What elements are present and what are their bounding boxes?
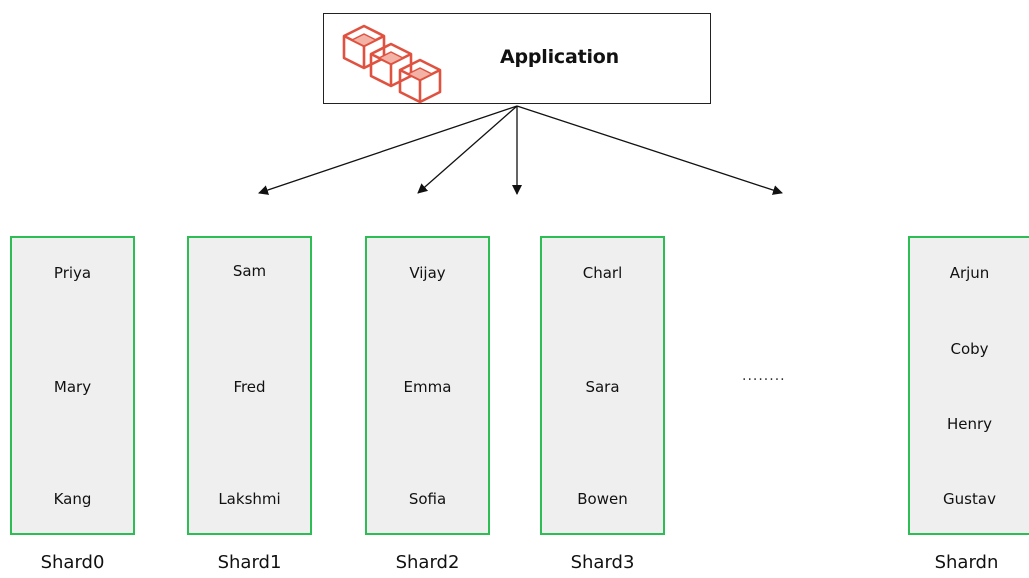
shard-entry: Arjun xyxy=(949,264,990,282)
application-box: Application xyxy=(323,13,711,104)
shard-box-2: Vijay Emma Sofia xyxy=(365,236,490,535)
shard-label-0: Shard0 xyxy=(40,552,105,573)
shard-entry: Emma xyxy=(403,378,452,396)
arrow-to-shard0 xyxy=(258,105,518,195)
shard-entry: Fred xyxy=(233,378,266,396)
shard-entry: Lakshmi xyxy=(218,490,281,508)
application-title: Application xyxy=(500,46,619,68)
shard-label-2: Shard2 xyxy=(395,552,460,573)
shard-entry: Henry xyxy=(946,415,993,433)
shard-label-n: Shardn xyxy=(934,552,999,573)
shard-label-3: Shard3 xyxy=(570,552,635,573)
shard-entry: Vijay xyxy=(409,264,446,282)
shard-entry: Charl xyxy=(582,264,623,282)
arrow-to-shard1 xyxy=(417,105,518,194)
shard-entry: Sam xyxy=(232,262,267,280)
shard-entry: Mary xyxy=(53,378,92,396)
shard-box-3: Charl Sara Bowen xyxy=(540,236,665,535)
cubes-icon xyxy=(342,24,442,104)
arrow-to-shardn xyxy=(516,105,783,195)
shard-box-1: Sam Fred Lakshmi xyxy=(187,236,312,535)
shard-entry: Sara xyxy=(585,378,620,396)
shard-box-0: Priya Mary Kang xyxy=(10,236,135,535)
shard-entry: Kang xyxy=(53,490,92,508)
shard-entry: Priya xyxy=(53,264,92,282)
more-shards-ellipsis: ........ xyxy=(742,368,786,384)
shard-box-n: Arjun Coby Henry Gustav xyxy=(908,236,1029,535)
shard-entry: Bowen xyxy=(577,490,628,508)
shard-label-1: Shard1 xyxy=(217,552,282,573)
shard-entry: Gustav xyxy=(943,490,996,508)
shard-entry: Coby xyxy=(950,340,989,358)
shard-entry: Sofia xyxy=(408,490,447,508)
